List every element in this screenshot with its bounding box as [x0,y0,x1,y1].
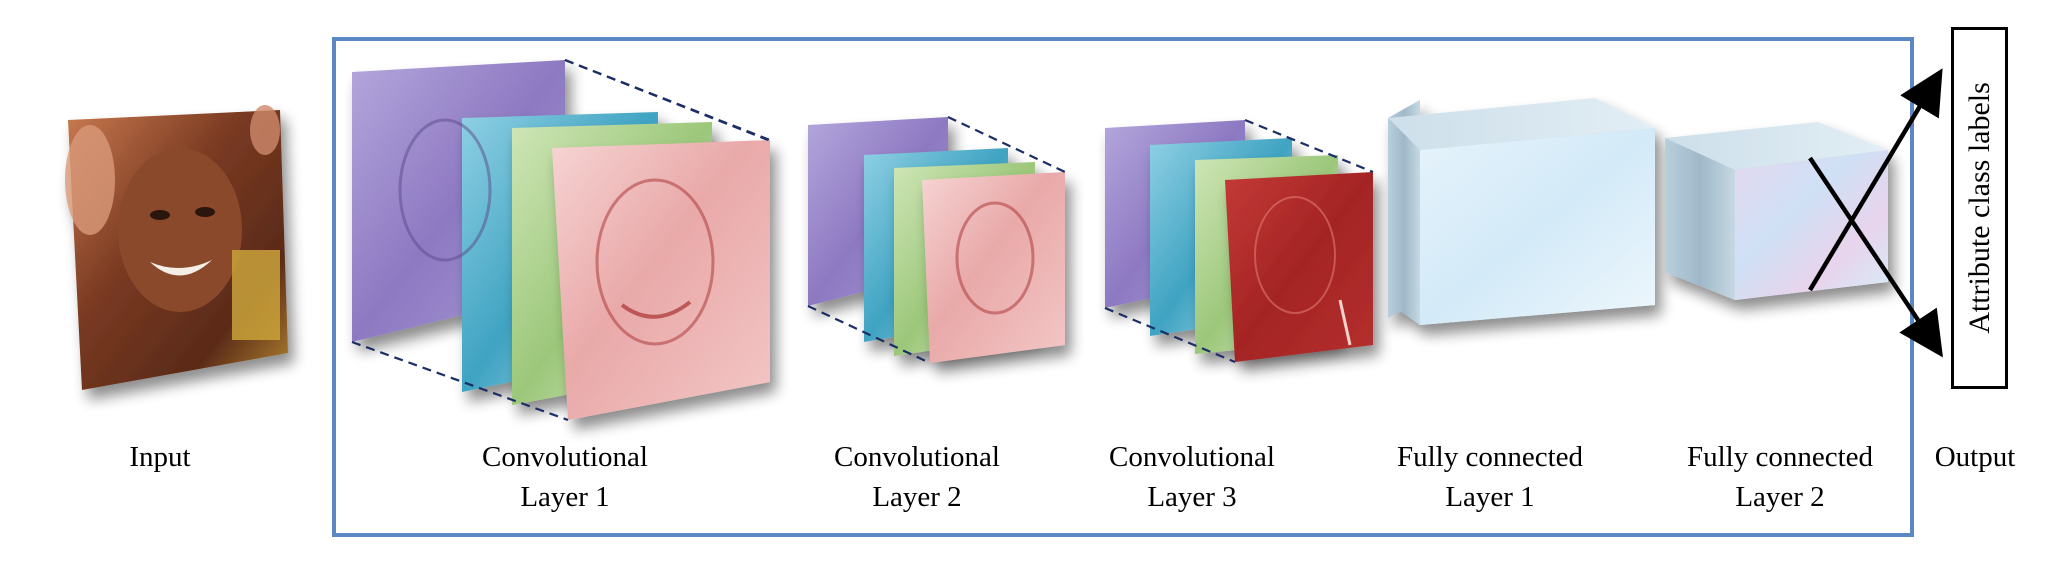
fc2-side-face [1665,138,1735,300]
conv3-connectors [1104,118,1374,364]
label-fc2: Fully connected Layer 2 [1650,437,1910,517]
fc-layer-1-block [1388,98,1655,325]
conv1-connectors [351,58,771,422]
arrow-down [1808,156,1943,358]
label-fc1-line2: Layer 1 [1445,481,1535,513]
fc2-top-face [1665,122,1888,170]
network-frame [332,37,1914,537]
fc1-top-face [1388,98,1655,150]
label-conv1-line1: Convolutional [482,441,648,473]
label-conv3-line2: Layer 3 [1147,481,1237,513]
label-fc2-line2: Layer 2 [1735,481,1825,513]
label-conv3: Convolutional Layer 3 [1067,437,1317,517]
conv-layer-1-maps [352,60,770,420]
fc2-front-face [1735,150,1888,300]
label-conv2-line2: Layer 2 [872,481,962,513]
label-fc1: Fully connected Layer 1 [1360,437,1620,517]
label-conv2: Convolutional Layer 2 [792,437,1042,517]
label-fc1-line1: Fully connected [1396,441,1584,473]
conv2-connectors [807,116,1066,364]
conv-layer-2-maps [808,117,1065,363]
label-conv1-line2: Layer 1 [520,481,610,513]
conv-layer-3-maps [1105,120,1373,362]
input-face-image [65,105,288,390]
label-conv1: Convolutional Layer 1 [440,437,690,517]
conv2-map-pink [922,172,1065,363]
arrow-up [1808,68,1943,292]
label-fc2-line1: Fully connected [1686,441,1874,473]
label-input: Input [100,437,220,477]
label-output: Output [1915,437,2035,477]
output-arrows [1808,68,1943,358]
label-conv2-line1: Convolutional [834,441,1000,473]
fc-layer-2-block [1665,122,1888,300]
output-box-text: Attribute class labels [1962,82,1996,334]
output-class-labels-box: Attribute class labels [1951,27,2008,389]
fc1-front-face [1420,128,1655,325]
conv1-map-pink [552,140,770,420]
conv3-map-red [1225,172,1373,362]
label-conv3-line1: Convolutional [1109,441,1275,473]
label-input-text: Input [129,441,191,473]
label-output-text: Output [1934,441,2016,473]
